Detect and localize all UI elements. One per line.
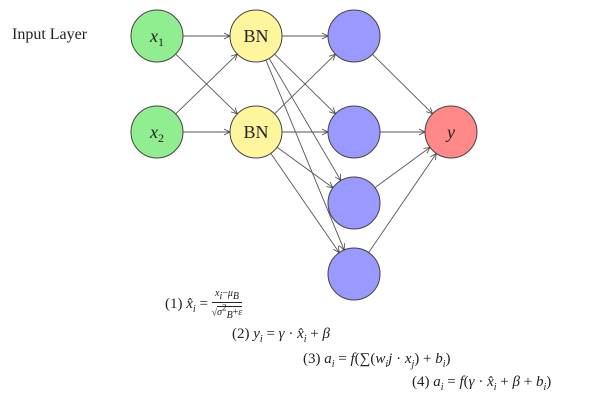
edge-bn1-h4 [265,59,345,251]
edge-bn2-h3 [276,146,334,189]
node-x1: x1 [130,9,184,63]
hidden-node-circle [327,105,381,159]
edge-bn1-h3 [268,58,342,182]
edge-h1-y [372,53,434,115]
node-label-x1: x1 [149,26,164,49]
edge-h3-y [374,146,431,189]
node-label-bn1: BN [243,26,268,46]
equation-4: (4) ai = f(γ · x̂i + β + bi) [412,374,552,393]
node-y: y [424,105,478,159]
node-label-bn2: BN [243,122,268,142]
output-node-circle [424,105,478,159]
node-label-x2: x2 [149,122,164,145]
equation-2: (2) yi = γ · x̂i + β [232,326,330,345]
node-label-y: y [445,122,455,142]
input-node-circle [130,105,184,159]
edge-bn2-h4 [270,153,340,254]
bn-node-circle [229,9,283,63]
edge-x2-bn1 [175,53,238,115]
hidden-node-circle [327,176,381,230]
hidden-node-circle [327,9,381,63]
edge-bn2-h1 [274,53,337,115]
node-h4 [327,247,381,301]
equation-1: (1) x̂i = xi−μB√σ2B+ε [165,288,243,322]
node-x2: x2 [130,105,184,159]
input-node-circle [130,9,184,63]
input-layer-label: Input Layer [12,26,88,43]
edge-h4-y [368,152,437,253]
node-h2 [327,105,381,159]
node-bn2: BN [229,105,283,159]
hidden-node-circle [327,247,381,301]
bn-node-circle [229,105,283,159]
node-bn1: BN [229,9,283,63]
equation-3: (3) ai = f(∑(wij · xj) + bi) [303,351,451,370]
node-h3 [327,176,381,230]
node-h1 [327,9,381,63]
